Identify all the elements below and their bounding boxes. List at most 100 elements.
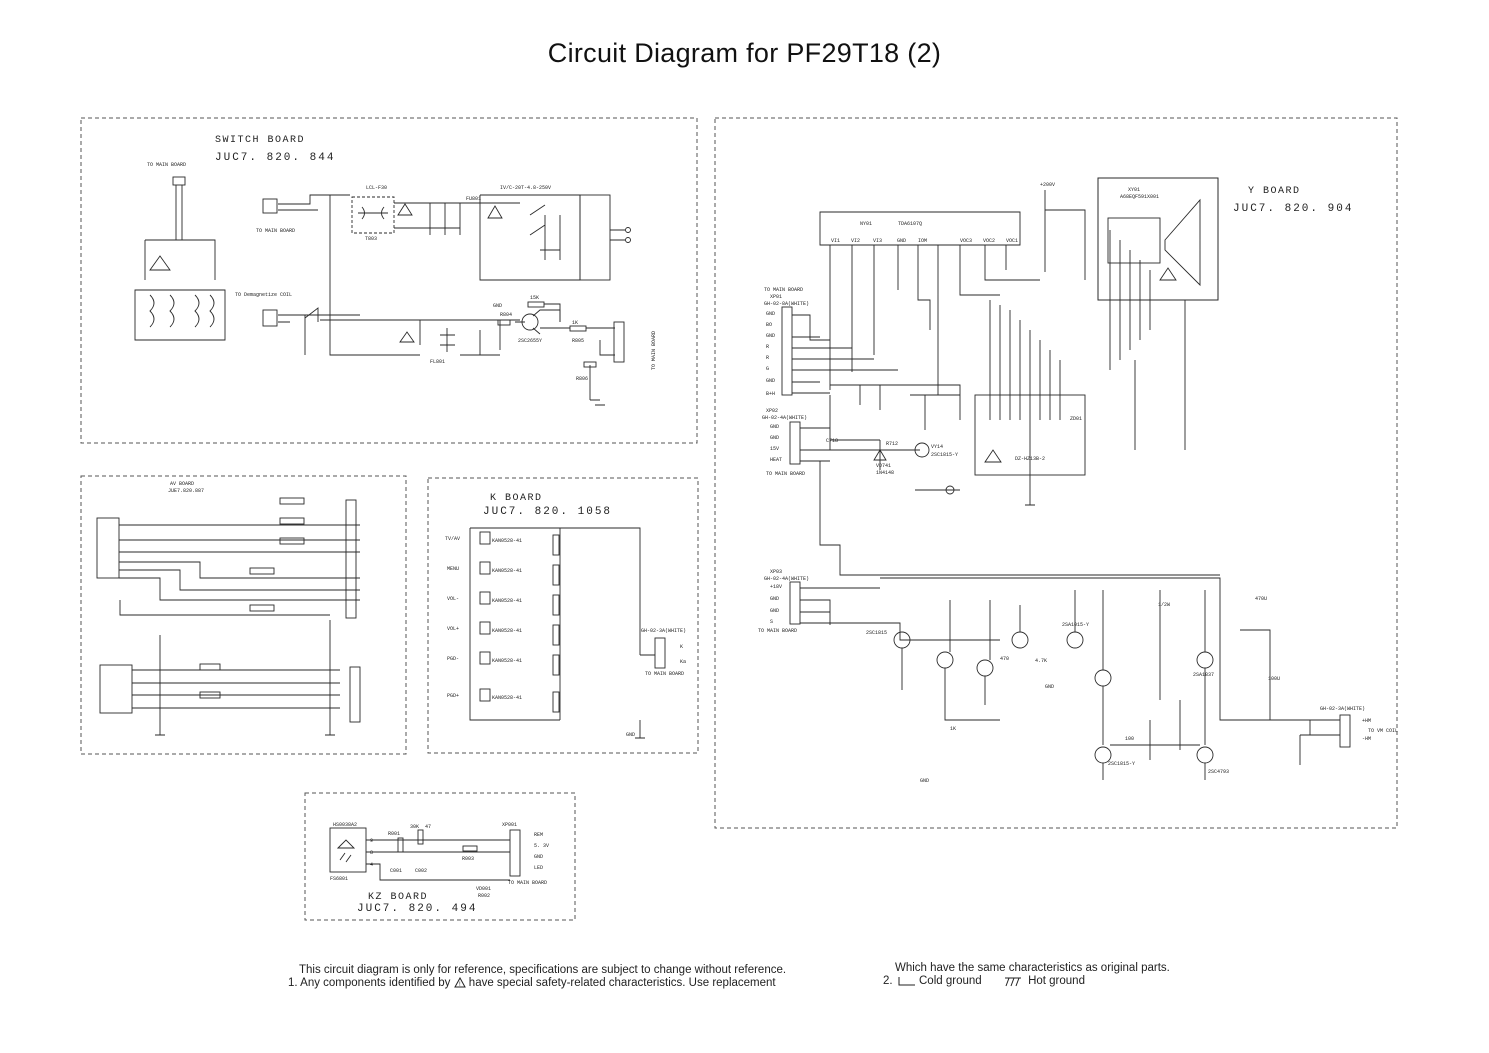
schematic-trace — [880, 577, 1320, 721]
schematic-label: R805 — [572, 338, 584, 344]
schematic-trace — [789, 421, 801, 465]
schematic-label: REM — [534, 832, 543, 838]
schematic-trace — [399, 331, 415, 343]
footnote-line-4: 2. Cold ground Hot ground — [883, 975, 1303, 988]
schematic-trace — [262, 309, 278, 327]
schematic-label: AV BOARD — [170, 481, 194, 487]
schematic-trace — [172, 176, 186, 186]
schematic-trace — [99, 664, 133, 714]
schematic-label: 1N4148 — [876, 470, 894, 476]
schematic-label: 4.7K — [1035, 658, 1047, 664]
schematic-label: FU801 — [466, 196, 481, 202]
schematic-trace — [829, 384, 961, 450]
schematic-label: NY01 — [860, 221, 872, 227]
schematic-label: 470U — [1255, 596, 1267, 602]
schematic-label: GH-02-3A(WHITE) — [1320, 706, 1365, 712]
schematic-label: 2SC1815 — [866, 630, 887, 636]
schematic-trace — [509, 829, 521, 877]
schematic-trace — [1339, 714, 1351, 748]
switch-board-title: SWITCH BOARD — [215, 135, 305, 146]
schematic-label: GH-02-3A(WHITE) — [641, 628, 686, 634]
schematic-label: R002 — [478, 893, 490, 899]
schematic-label: ZD01 — [1070, 416, 1082, 422]
schematic-label: 1K — [950, 726, 956, 732]
schematic-trace — [366, 839, 510, 881]
hot-ground-label: Hot ground — [1028, 975, 1085, 988]
k-board-frame — [427, 477, 699, 754]
schematic-label: FL801 — [430, 359, 445, 365]
schematic-label: VOC2 — [983, 238, 995, 244]
schematic-label: A68EQF591X001 — [1120, 194, 1159, 200]
schematic-trace — [132, 669, 340, 709]
schematic-trace — [479, 621, 491, 635]
kz-board-frame — [304, 792, 576, 921]
schematic-label: GH-02-8A(WHITE) — [764, 301, 809, 307]
schematic-label: 2SC1815-Y — [1108, 761, 1135, 767]
schematic-label: KAN0528-41 — [492, 628, 522, 634]
footnote-line-1: This circuit diagram is only for referen… — [299, 964, 787, 976]
schematic-trace — [497, 319, 511, 326]
schematic-label: C001 — [390, 868, 402, 874]
schematic-trace — [579, 194, 611, 281]
schematic-trace — [552, 594, 560, 616]
y-board-title: Y BOARD — [1248, 186, 1301, 197]
schematic-label: TO MAIN BOARD — [766, 471, 805, 477]
schematic-trace — [544, 303, 561, 322]
switch-board: SWITCH BOARD JUC7. 820. 844 TO MAIN BOAR… — [134, 135, 657, 406]
schematic-label: R804 — [500, 312, 512, 318]
schematic-trace — [910, 590, 1206, 700]
schematic-label: KAN0528-41 — [492, 598, 522, 604]
schematic-trace — [199, 663, 221, 671]
schematic-trace — [487, 205, 503, 219]
schematic-label: FS6801 — [330, 876, 348, 882]
footnote-right: Which have the same characteristics as o… — [883, 962, 1303, 988]
schematic-trace — [144, 185, 216, 280]
schematic-trace — [625, 237, 631, 243]
schematic-label: GND — [766, 333, 775, 339]
schematic-trace — [351, 196, 395, 234]
schematic-trace — [540, 327, 615, 406]
schematic-label: 30K — [410, 824, 419, 830]
schematic-trace — [976, 659, 994, 677]
schematic-label: VI3 — [873, 238, 882, 244]
switch-board-frame — [80, 117, 698, 444]
schematic-label: TO MAIN BOARD — [758, 628, 797, 634]
key-label: MENU — [447, 566, 459, 572]
schematic-trace — [552, 534, 560, 556]
schematic-label: XP02 — [766, 408, 778, 414]
schematic-label: TO MAIN BOARD — [508, 880, 547, 886]
schematic-trace — [1097, 177, 1219, 301]
k-board: K BOARD JUC7. 820. 1058 TV/AV MENU VOL- … — [445, 493, 686, 739]
schematic-trace — [819, 211, 1021, 246]
schematic-trace — [249, 604, 275, 612]
schematic-trace — [462, 845, 478, 852]
schematic-trace — [397, 203, 413, 216]
schematic-label: +HM — [1362, 718, 1371, 724]
av-board-frame — [80, 475, 407, 755]
footnote-line-2: 1. Any components identified by ! have s… — [288, 977, 858, 990]
cold-ground-icon — [898, 977, 915, 986]
schematic-trace — [134, 289, 226, 341]
schematic-label: HS0038A2 — [333, 822, 357, 828]
schematic-label: KAN0528-41 — [492, 695, 522, 701]
schematic-label: GND — [766, 311, 775, 317]
page-title: Circuit Diagram for PF29T18 (2) — [547, 38, 942, 68]
schematic-label: T803 — [365, 236, 377, 242]
schematic-trace — [527, 301, 545, 308]
schematic-label: 15V — [770, 446, 779, 452]
schematic-label: VD001 — [476, 886, 491, 892]
key-label: PGD- — [447, 656, 459, 662]
schematic-trace — [460, 320, 501, 356]
schematic-label: 5. 3V — [534, 843, 549, 849]
schematic-label: VI2 — [851, 238, 860, 244]
schematic-label: +200V — [1040, 182, 1055, 188]
k-board-title: K BOARD — [490, 493, 543, 504]
schematic-label: 100U — [1268, 676, 1280, 682]
schematic-label: R — [766, 344, 769, 350]
schematic-label: VD741 — [876, 463, 891, 469]
schematic-label: XY01 — [1128, 187, 1140, 193]
schematic-trace — [829, 245, 1040, 395]
schematic-trace — [583, 361, 597, 368]
schematic-trace — [1107, 217, 1161, 264]
